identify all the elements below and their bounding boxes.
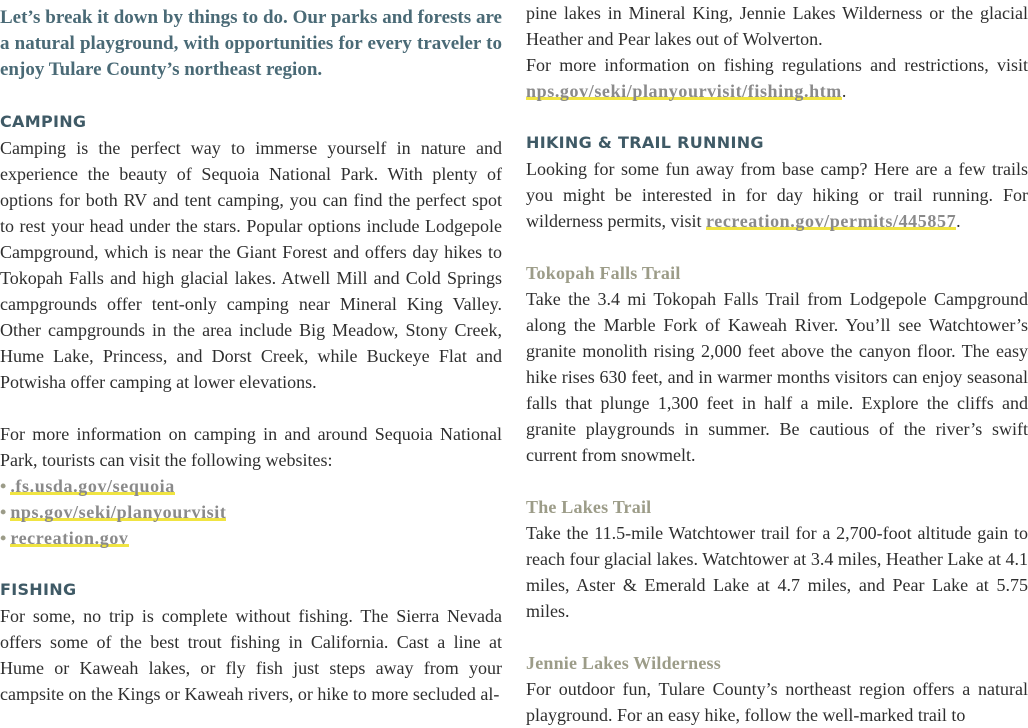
bullet-icon: • bbox=[0, 476, 7, 496]
trail-heading-tokopah: Tokopah Falls Trail bbox=[526, 263, 681, 283]
fishing-more-info: For more information on fishing regulati… bbox=[526, 55, 1028, 102]
link-nps-fishing[interactable]: nps.gov/seki/planyourvisit/fishing.htm bbox=[526, 81, 842, 102]
fishing-body-right: pine lakes in Mineral King, Jennie Lakes… bbox=[526, 3, 1028, 49]
right-column: pine lakes in Mineral King, Jennie Lakes… bbox=[526, 0, 1028, 728]
bullet-icon: • bbox=[0, 528, 7, 548]
link-fs-usda[interactable]: .fs.usda.gov/sequoia bbox=[10, 476, 175, 497]
camping-heading: CAMPING bbox=[0, 112, 87, 131]
intro-paragraph: Let’s break it down by things to do. Our… bbox=[0, 7, 502, 80]
fishing-body-left: For some, no trip is complete without fi… bbox=[0, 606, 502, 704]
camping-more-info: For more information on camping in and a… bbox=[0, 424, 502, 470]
trail-body-lakes: Take the 11.5-mile Watchtower trail for … bbox=[526, 523, 1028, 621]
list-item: •recreation.gov bbox=[0, 525, 502, 551]
fishing-heading: FISHING bbox=[0, 580, 77, 599]
trail-heading-lakes: The Lakes Trail bbox=[526, 497, 652, 517]
hiking-body: Looking for some fun away from base camp… bbox=[526, 159, 1028, 232]
link-recreation-gov[interactable]: recreation.gov bbox=[10, 528, 129, 549]
trail-heading-jennie: Jennie Lakes Wilderness bbox=[526, 653, 721, 673]
list-item: •nps.gov/seki/planyourvisit bbox=[0, 499, 502, 525]
left-column: Let’s break it down by things to do. Our… bbox=[0, 0, 502, 707]
list-item: •.fs.usda.gov/sequoia bbox=[0, 473, 502, 499]
link-nps-planyourvisit[interactable]: nps.gov/seki/planyourvisit bbox=[10, 502, 227, 523]
trail-body-tokopah: Take the 3.4 mi Tokopah Falls Trail from… bbox=[526, 289, 1028, 465]
hiking-heading: HIKING & TRAIL RUNNING bbox=[526, 133, 764, 152]
camping-links-list: •.fs.usda.gov/sequoia •nps.gov/seki/plan… bbox=[0, 473, 502, 551]
bullet-icon: • bbox=[0, 502, 7, 522]
link-recreation-permits[interactable]: recreation.gov/permits/445857 bbox=[705, 211, 957, 232]
camping-body: Camping is the perfect way to immerse yo… bbox=[0, 138, 502, 392]
trail-body-jennie: For outdoor fun, Tulare County’s northea… bbox=[526, 679, 1028, 725]
